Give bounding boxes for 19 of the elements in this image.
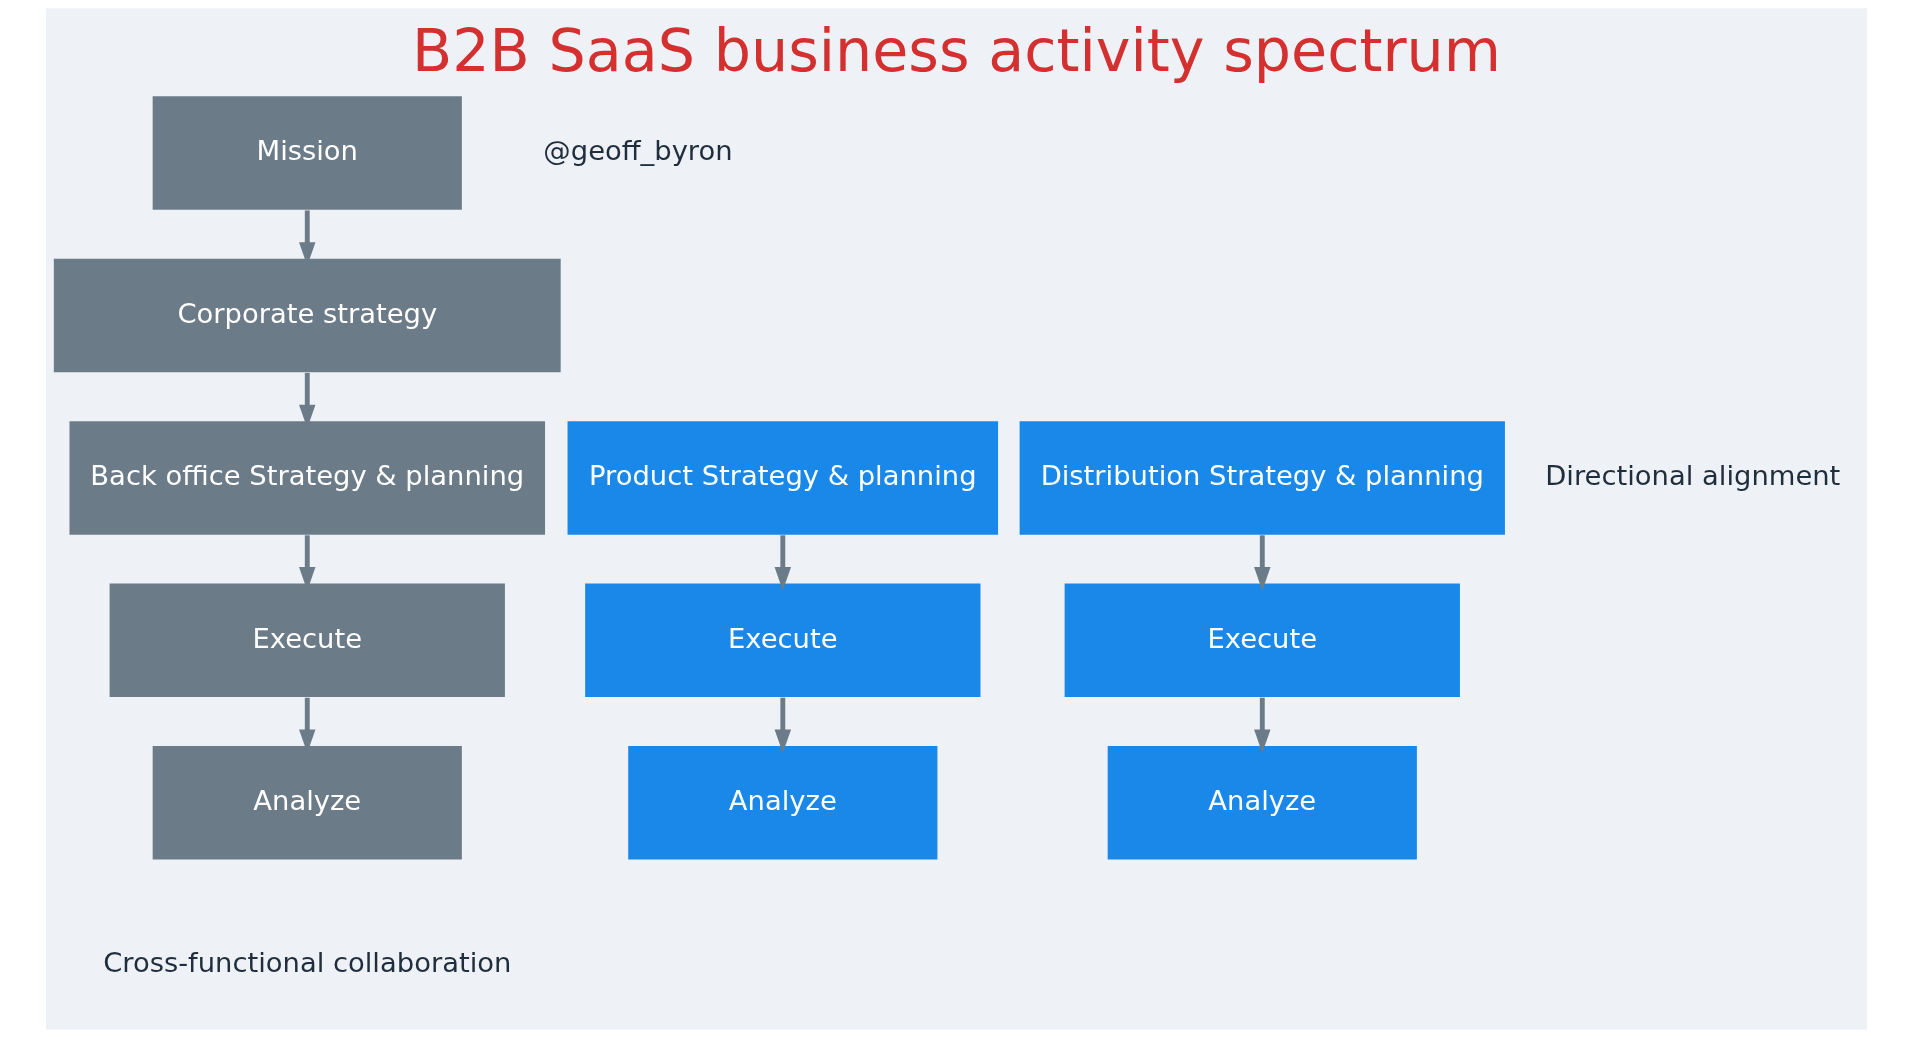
arrow xyxy=(1253,697,1271,754)
node-box: Execute xyxy=(1064,583,1460,698)
arrow xyxy=(774,697,791,754)
diagram-title: B2B SaaS business activity spectrum xyxy=(411,16,1501,85)
arrow xyxy=(774,535,791,591)
label: Directional alignment xyxy=(1544,460,1840,492)
node-box: Product Strategy & planning xyxy=(567,421,998,535)
node-box: Back office Strategy & planning xyxy=(69,421,545,535)
node-box: Analyze xyxy=(152,746,462,860)
label: @geoff_byron xyxy=(542,135,733,167)
node-box: Analyze xyxy=(1107,746,1417,860)
node-box: Distribution Strategy & planning xyxy=(1019,421,1505,535)
node-box: Mission xyxy=(152,96,462,210)
node-box: Analyze xyxy=(627,746,937,860)
arrow xyxy=(1253,535,1271,591)
node-box: Execute xyxy=(584,583,980,698)
node-box: Execute xyxy=(109,583,505,698)
label: Cross-functional collaboration xyxy=(102,947,511,979)
node-box: Corporate strategy xyxy=(53,258,561,373)
